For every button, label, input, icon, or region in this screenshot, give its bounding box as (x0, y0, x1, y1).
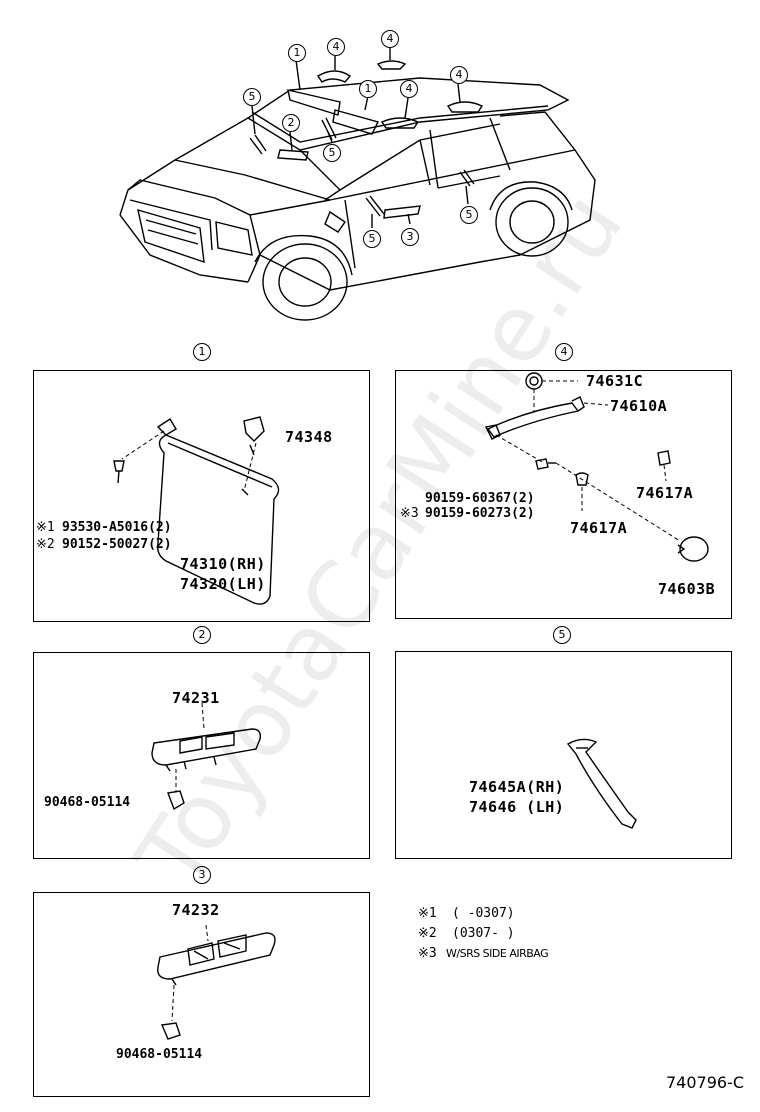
footnote-mark-1: ※1 (418, 906, 437, 921)
footnote-mark-2: ※2 (418, 926, 437, 941)
sun-visor-drawing (113, 416, 280, 605)
callout-2: 2 (282, 114, 300, 132)
part-number-74231: 74231 (172, 689, 220, 707)
section-2-panel: 74231 90468-05114 (33, 652, 370, 859)
callout-4: 4 (400, 80, 418, 98)
callout-5: 5 (363, 230, 381, 248)
part-number-90159-60367: 90159-60367(2) (425, 491, 535, 506)
part-number-74603b: 74603B (658, 580, 716, 598)
footnote-mark-3: ※3 (418, 946, 437, 961)
switch-base-drawing (157, 924, 276, 1040)
section-3-label: 3 (193, 866, 211, 884)
part-number-74232: 74232 (172, 901, 220, 919)
callout-1: 1 (359, 80, 377, 98)
part-number-90468-05114: 90468-05114 (116, 1047, 203, 1062)
part-number-90152-50027: 90152-50027(2) (62, 537, 172, 552)
switch-base-drawing (151, 702, 262, 811)
section-1-panel: 74348 ※1 93530-A5016(2) ※2 90152-50027(2… (33, 370, 370, 622)
callout-3: 3 (401, 228, 419, 246)
footnote-text-2: (0307- ) (452, 926, 515, 941)
part-number-74617a-bottom: 74617A (570, 519, 628, 537)
part-number-74310-rh: 74310(RH) (180, 555, 266, 573)
callout-4: 4 (450, 66, 468, 84)
callout-1: 1 (288, 44, 306, 62)
callout-5: 5 (460, 206, 478, 224)
callout-5: 5 (243, 88, 261, 106)
callout-4: 4 (327, 38, 345, 56)
vehicle-outline-drawing (119, 48, 596, 321)
part-number-74610a: 74610A (610, 397, 668, 415)
part-number-90468-05114: 90468-05114 (44, 795, 131, 810)
note-mark-3: ※3 (400, 506, 419, 521)
part-number-90159-60273: 90159-60273(2) (425, 506, 535, 521)
pillar-trim-drawing (566, 738, 637, 829)
section-1-label: 1 (193, 343, 211, 361)
callout-4: 4 (381, 30, 399, 48)
callout-5: 5 (323, 144, 341, 162)
part-number-74348: 74348 (285, 428, 333, 446)
section-2-label: 2 (193, 626, 211, 644)
section-4-label: 4 (555, 343, 573, 361)
part-number-74631c: 74631C (586, 372, 644, 390)
part-number-74645a-rh: 74645A(RH) (469, 778, 565, 796)
section-5-label: 5 (553, 626, 571, 644)
section-4-panel: 74631C 74610A 90159-60367(2) ※3 90159-60… (395, 370, 732, 619)
assist-grip-drawing (484, 372, 709, 562)
part-number-74646-lh: 74646 (LH) (469, 798, 565, 816)
note-mark-1: ※1 (36, 520, 55, 535)
diagram-code: 740796-C (665, 1073, 744, 1092)
part-number-74617a-top: 74617A (636, 484, 694, 502)
footnote-text-3: W/SRS SIDE AIRBAG (446, 947, 549, 960)
section-3-panel: 74232 90468-05114 (33, 892, 370, 1097)
section-5-panel: 74645A(RH) 74646 (LH) (395, 651, 732, 859)
footnote-text-1: ( -0307) (452, 906, 515, 921)
note-mark-2: ※2 (36, 537, 55, 552)
part-number-74320-lh: 74320(LH) (180, 575, 266, 593)
part-number-93530-a5016: 93530-A5016(2) (62, 520, 172, 535)
